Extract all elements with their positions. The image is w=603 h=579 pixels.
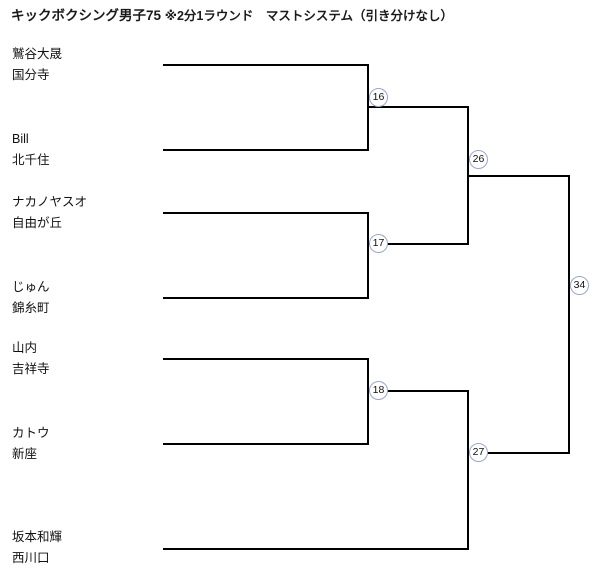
match-16-winner-line — [367, 106, 468, 108]
seed-line-2 — [163, 149, 368, 151]
match-number-17[interactable]: 17 — [369, 234, 388, 253]
entrant-name: カトウ — [12, 426, 50, 440]
entrant-club: 国分寺 — [12, 68, 50, 82]
match-number-18[interactable]: 18 — [369, 381, 388, 400]
match-number-16[interactable]: 16 — [369, 88, 388, 107]
seed-line-5 — [163, 358, 368, 360]
seed-line-3 — [163, 212, 368, 214]
entrant-slot-2: Bill 北千住 — [12, 129, 162, 171]
entrant-club: 西川口 — [12, 551, 50, 565]
match-17-connector — [367, 212, 369, 299]
match-number-34[interactable]: 34 — [570, 276, 589, 295]
entrant-slot-8: 坂本和輝 西川口 — [12, 527, 162, 569]
entrant-slot-1: 鷲谷大晟 国分寺 — [12, 44, 162, 86]
match-18-winner-line — [367, 390, 468, 392]
entrant-slot-5: 山内 吉祥寺 — [12, 338, 162, 380]
title-note-text: ※2分1ラウンド マストシステム（引き分けなし） — [164, 9, 453, 23]
entrant-club: 北千住 — [12, 153, 50, 167]
match-34-connector — [568, 175, 570, 454]
match-18-connector — [367, 358, 369, 445]
match-17-winner-line — [367, 243, 468, 245]
entrant-slot-6: カトウ 新座 — [12, 423, 162, 465]
page-title: キックボクシング男子75 ※2分1ラウンド マストシステム（引き分けなし） — [11, 4, 453, 24]
title-main-text: キックボクシング男子75 — [11, 8, 162, 23]
match-number-26[interactable]: 26 — [469, 150, 488, 169]
seed-line-6 — [163, 443, 368, 445]
entrant-name: 鷲谷大晟 — [12, 47, 63, 61]
entrant-club: 吉祥寺 — [12, 362, 50, 376]
match-27-winner-line — [467, 452, 569, 454]
seed-line-8 — [163, 548, 468, 550]
entrant-name: 坂本和輝 — [12, 530, 63, 544]
match-26-winner-line — [467, 175, 569, 177]
match-27-connector — [467, 390, 469, 550]
entrant-name: ナカノヤスオ — [12, 195, 88, 209]
entrant-name: 山内 — [12, 341, 38, 355]
entrant-slot-3: ナカノヤスオ 自由が丘 — [12, 192, 162, 234]
seed-line-1 — [163, 64, 368, 66]
entrant-club: 自由が丘 — [12, 216, 63, 230]
entrant-club: 錦糸町 — [12, 301, 50, 315]
match-number-27[interactable]: 27 — [469, 443, 488, 462]
seed-line-4 — [163, 297, 368, 299]
entrant-slot-4: じゅん 錦糸町 — [12, 277, 162, 319]
entrant-name: Bill — [12, 132, 29, 146]
entrant-club: 新座 — [12, 447, 38, 461]
entrant-name: じゅん — [12, 280, 50, 294]
